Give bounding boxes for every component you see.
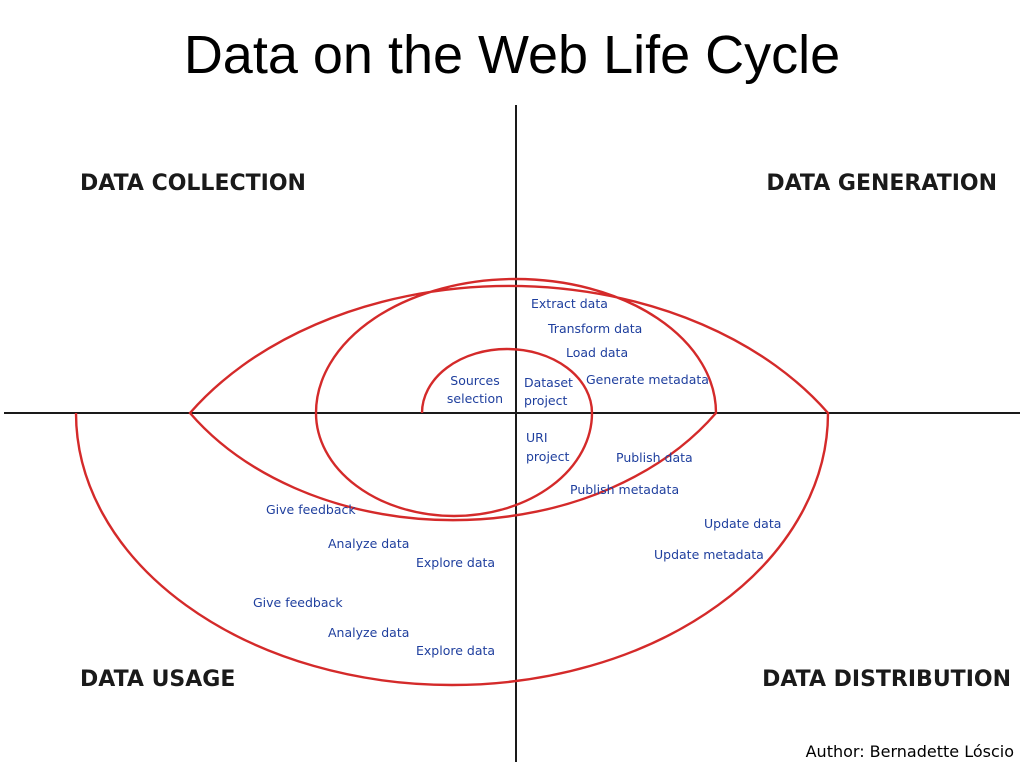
step-uri-project: project [526, 449, 569, 464]
quadrant-data-usage: DATA USAGE [80, 667, 235, 692]
quadrant-data-collection: DATA COLLECTION [80, 171, 306, 196]
life-cycle-spiral [74, 277, 830, 687]
step-uri-project: URI [526, 430, 548, 445]
step-dataset-project: Dataset [524, 375, 573, 390]
step-publish-metadata: Publish metadata [570, 482, 679, 497]
step-update-data: Update data [704, 516, 781, 531]
step-give-feedback: Give feedback [253, 595, 343, 610]
step-load-data: Load data [566, 345, 628, 360]
author-credit: Author: Bernadette Lóscio [805, 742, 1014, 761]
step-publish-data: Publish data [616, 450, 693, 465]
step-sources-selection: selection [447, 391, 503, 406]
quadrant-data-distribution: DATA DISTRIBUTION [762, 667, 1011, 692]
step-dataset-project: project [524, 393, 567, 408]
quadrant-data-generation: DATA GENERATION [766, 171, 997, 196]
step-give-feedback: Give feedback [266, 502, 356, 517]
step-explore-data: Explore data [416, 555, 495, 570]
step-extract-data: Extract data [531, 296, 608, 311]
page-title: Data on the Web Life Cycle [183, 25, 841, 85]
step-analyze-data: Analyze data [328, 625, 409, 640]
step-sources-selection: Sources [450, 373, 499, 388]
step-generate-metadata: Generate metadata [586, 372, 709, 387]
step-transform-data: Transform data [547, 321, 642, 336]
step-analyze-data: Analyze data [328, 536, 409, 551]
step-update-metadata: Update metadata [654, 547, 764, 562]
step-explore-data: Explore data [416, 643, 495, 658]
